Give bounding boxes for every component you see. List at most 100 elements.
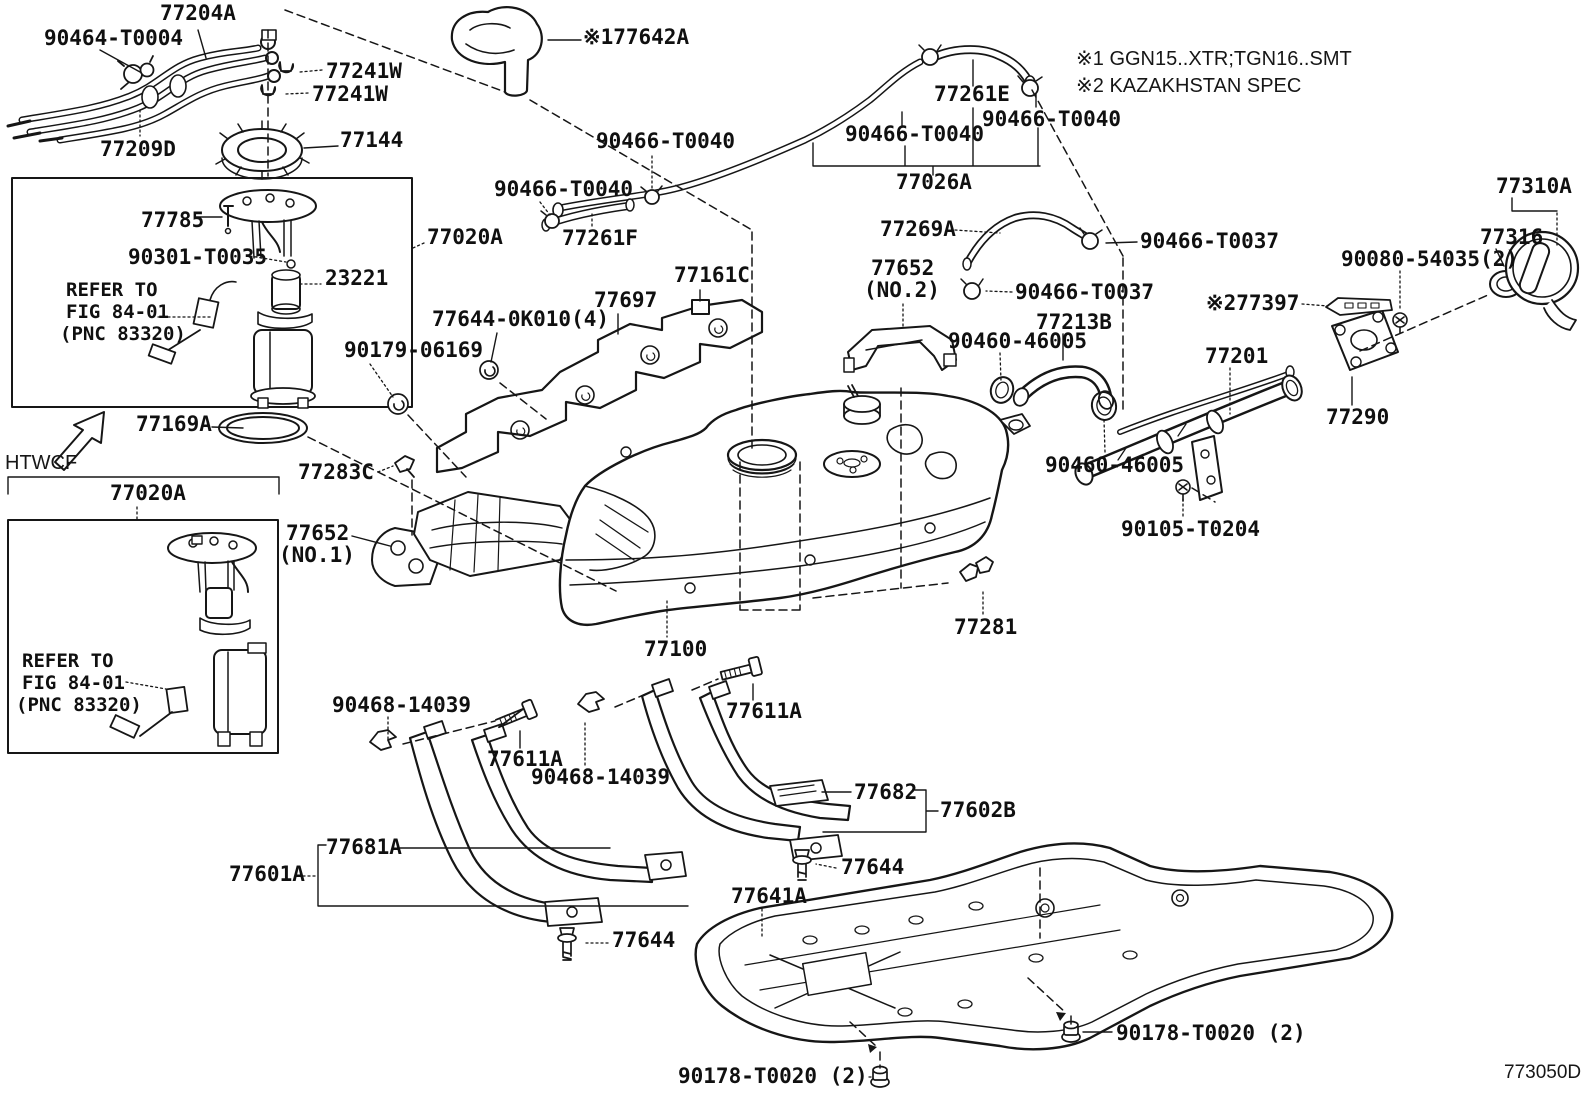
label-77026A: 77026A bbox=[896, 170, 972, 194]
skid-plate-drawing bbox=[694, 842, 1394, 1051]
label-9046046005: 90460-46005 bbox=[1045, 453, 1185, 477]
fuel-tank-drawing bbox=[558, 384, 1031, 626]
label-177642A: ※177642A bbox=[583, 25, 690, 49]
fuel-cap-cover-drawing bbox=[450, 6, 543, 97]
label-77281: 77281 bbox=[954, 615, 1018, 639]
label-77241W: 77241W bbox=[326, 59, 402, 83]
nut-90178-glyphs bbox=[870, 1020, 1081, 1088]
label-776440K0104: 77644-0K010(4) bbox=[432, 307, 610, 331]
label-REFERTO: REFER TO bbox=[22, 650, 114, 672]
label-9046814039: 90468-14039 bbox=[531, 765, 671, 789]
tank-protector-drawing bbox=[435, 298, 764, 474]
label-77144: 77144 bbox=[340, 128, 404, 152]
label-90466T0037: 90466-T0037 bbox=[1140, 229, 1280, 253]
label-77602B: 77602B bbox=[940, 798, 1016, 822]
label-77697: 77697 bbox=[594, 288, 658, 312]
o-ring-drawing bbox=[218, 412, 308, 444]
filler-pipe-drawing bbox=[1074, 365, 1303, 501]
retainer-ring-drawing bbox=[215, 120, 310, 180]
label-REFERTO: REFER TO bbox=[66, 279, 158, 301]
label-90466T0040: 90466-T0040 bbox=[596, 129, 736, 153]
pump-assembly-box-2 bbox=[7, 519, 279, 754]
bolt-77644-glyphs bbox=[557, 849, 812, 961]
label-77682: 77682 bbox=[854, 780, 918, 804]
clip-77283C-glyph bbox=[394, 455, 415, 478]
label-77316: 77316 bbox=[1480, 225, 1544, 249]
label-77601A: 77601A bbox=[229, 862, 305, 886]
damper-77161C-glyph bbox=[691, 299, 710, 315]
label-77641A: 77641A bbox=[731, 884, 807, 908]
tank-band-no1-drawing bbox=[371, 491, 579, 587]
label-77209D: 77209D bbox=[100, 137, 176, 161]
bolt-77611A-glyphs bbox=[495, 655, 763, 729]
label-77201: 77201 bbox=[1205, 344, 1269, 368]
label-77269A: 77269A bbox=[880, 217, 956, 241]
hose-clamp-glyph bbox=[117, 55, 155, 90]
label-77261F: 77261F bbox=[562, 226, 638, 250]
label-90466T0040: 90466-T0040 bbox=[845, 122, 985, 146]
bolt-90105-glyph bbox=[1175, 479, 1191, 502]
label-77100: 77100 bbox=[644, 637, 708, 661]
label-277397: ※277397 bbox=[1206, 291, 1300, 315]
label-773050D: 773050D bbox=[1504, 1062, 1582, 1083]
label-23221: 23221 bbox=[325, 266, 389, 290]
label-77020A: 77020A bbox=[110, 481, 186, 505]
breather-hose-drawing bbox=[540, 44, 1103, 300]
label-90080540352: 90080-54035(2) bbox=[1341, 247, 1519, 271]
label-77681A: 77681A bbox=[326, 835, 402, 859]
bolt-90179-glyph bbox=[387, 393, 409, 415]
tube-clip-glyphs bbox=[260, 61, 295, 97]
clip-77281-glyph bbox=[959, 556, 994, 582]
label-77290: 77290 bbox=[1326, 405, 1390, 429]
filler-shield-drawing bbox=[1331, 309, 1399, 371]
tank-straps-drawing bbox=[408, 720, 687, 927]
label-90466T0040: 90466-T0040 bbox=[982, 107, 1122, 131]
label-PNC83320: (PNC 83320) bbox=[16, 694, 142, 716]
label-9017906169: 90179-06169 bbox=[344, 338, 484, 362]
label-77204A: 77204A bbox=[160, 1, 236, 25]
label-77161C: 77161C bbox=[674, 263, 750, 287]
label-77652: 77652 bbox=[286, 521, 350, 545]
label-77785: 77785 bbox=[141, 208, 205, 232]
label-77261E: 77261E bbox=[934, 82, 1010, 106]
label-NO1: (NO.1) bbox=[279, 543, 355, 567]
label-9046046005: 90460-46005 bbox=[948, 329, 1088, 353]
bolt-0K010-glyph bbox=[479, 360, 499, 380]
label-77213B: 77213B bbox=[1036, 310, 1112, 334]
label-NO2: (NO.2) bbox=[864, 278, 940, 302]
clip-90468-glyphs bbox=[369, 691, 605, 751]
label-77169A: 77169A bbox=[136, 412, 212, 436]
label-77310A: 77310A bbox=[1496, 174, 1572, 198]
leader-lines-solid bbox=[7, 29, 1558, 1033]
label-77283C: 77283C bbox=[298, 460, 374, 484]
leader-lines-dotted bbox=[125, 69, 1558, 1078]
label-77611A: 77611A bbox=[726, 699, 802, 723]
label-90178T00202: 90178-T0020 (2) bbox=[678, 1064, 868, 1088]
label-1GGN15XTRTGN16SMT: ※1 GGN15..XTR;TGN16..SMT bbox=[1076, 48, 1352, 70]
label-90301T0035: 90301-T0035 bbox=[128, 245, 268, 269]
pump-assembly-box-1 bbox=[11, 177, 413, 409]
label-90105T0204: 90105-T0204 bbox=[1121, 517, 1261, 541]
label-90178T00202: 90178-T0020 (2) bbox=[1116, 1021, 1306, 1045]
fuel-tank-cap-drawing bbox=[1489, 230, 1580, 331]
label-PNC83320: (PNC 83320) bbox=[60, 323, 186, 345]
up-right-arrow bbox=[54, 411, 105, 471]
filler-hose-drawing bbox=[989, 365, 1118, 421]
label-77644: 77644 bbox=[612, 928, 676, 952]
label-HTWCF: HTWCF bbox=[5, 452, 78, 474]
tank-band-no2-drawing bbox=[843, 325, 957, 373]
label-90466T0040: 90466-T0040 bbox=[494, 177, 634, 201]
label-FIG8401: FIG 84-01 bbox=[66, 301, 169, 323]
label-2KAZAKHSTANSPEC: ※2 KAZAKHSTAN SPEC bbox=[1076, 75, 1302, 97]
label-90464T0004: 90464-T0004 bbox=[44, 26, 184, 50]
label-90466T0037: 90466-T0037 bbox=[1015, 280, 1155, 304]
label-77611A: 77611A bbox=[487, 747, 563, 771]
label-77020A: 77020A bbox=[427, 225, 503, 249]
label-77652: 77652 bbox=[871, 256, 935, 280]
construction-lines bbox=[267, 9, 1489, 1069]
bolt-90080-glyph bbox=[1392, 312, 1408, 334]
label-9046814039: 90468-14039 bbox=[332, 693, 472, 717]
label-77644: 77644 bbox=[841, 855, 905, 879]
